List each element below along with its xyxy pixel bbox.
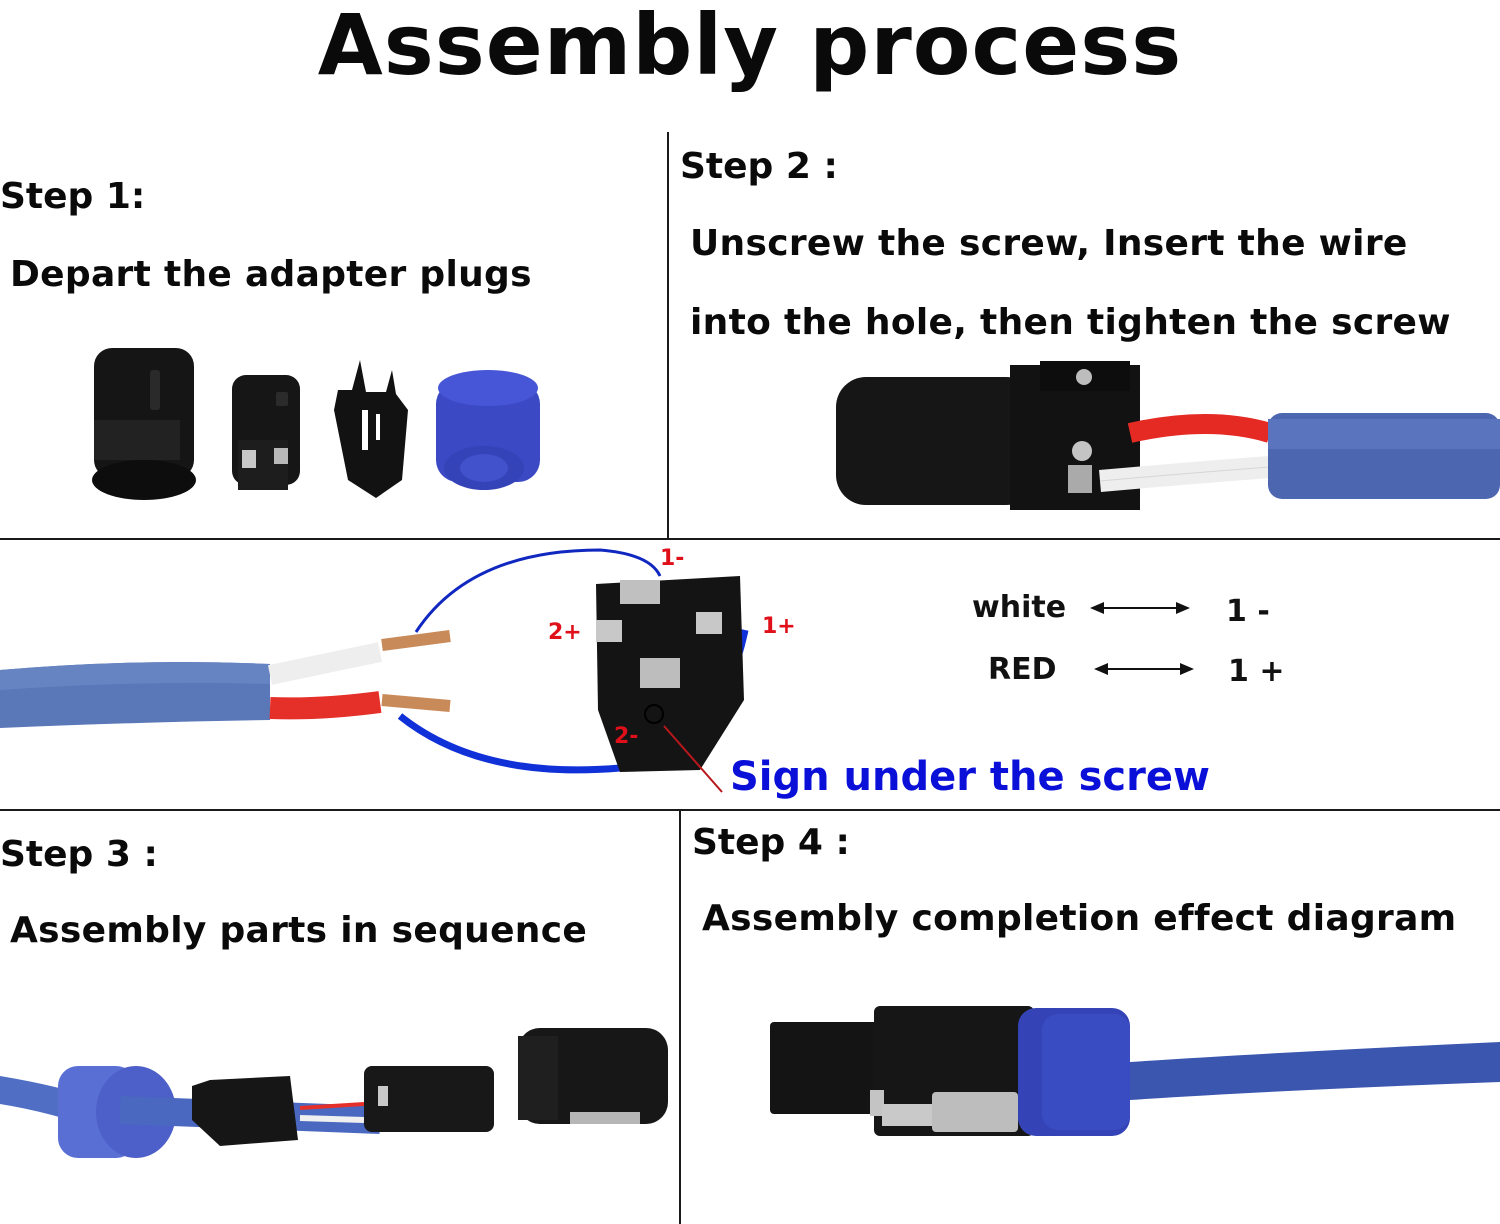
step-1-heading: Step 1: (0, 176, 146, 217)
step-4-text: Assembly completion effect diagram (702, 898, 1457, 939)
step-1-parts-image (92, 348, 540, 500)
wiring-diagram-image (0, 548, 749, 793)
step-2-text-line-2: into the hole, then tighten the screw (690, 302, 1451, 343)
terminal-label-2-minus: 2- (614, 724, 639, 749)
divider-bottom-vertical (679, 810, 681, 1224)
step-4-heading: Step 4 : (692, 822, 850, 863)
step-2-wiring-image (836, 361, 1500, 510)
chuck-part (334, 360, 408, 498)
double-arrow-icon (1094, 663, 1194, 675)
legend-terminal-1-plus: 1 + (1228, 654, 1285, 689)
step-1-text: Depart the adapter plugs (10, 254, 532, 295)
step-2-heading: Step 2 : (680, 146, 838, 187)
step-3-text: Assembly parts in sequence (10, 910, 588, 951)
blue-nut-part (436, 370, 540, 490)
divider-lower-horizontal (0, 809, 1500, 811)
terminal-label-1-plus: 1+ (762, 614, 796, 639)
white-wire-route (414, 548, 662, 633)
terminal-label-2-plus: 2+ (548, 620, 582, 645)
step-3-heading: Step 3 : (0, 834, 158, 875)
divider-top-vertical (667, 132, 669, 538)
step-2-text-line-1: Unscrew the screw, Insert the wire (690, 223, 1408, 264)
cable (0, 630, 451, 728)
legend-wire-white: white (972, 590, 1067, 625)
sign-under-screw-note: Sign under the screw (730, 754, 1210, 800)
double-arrow-icon (1090, 602, 1190, 614)
legend-terminal-1-minus: 1 - (1226, 594, 1270, 629)
terminal-label-1-minus: 1- (660, 546, 685, 571)
divider-upper-horizontal (0, 538, 1500, 540)
page-title: Assembly process (317, 0, 1183, 94)
legend-wire-red: RED (988, 652, 1057, 687)
housing-part (92, 348, 196, 500)
connector-insert (596, 576, 744, 793)
step-3-sequence-image (0, 1028, 668, 1158)
step-4-assembled-image (770, 1006, 1500, 1136)
insert-part (232, 375, 300, 490)
